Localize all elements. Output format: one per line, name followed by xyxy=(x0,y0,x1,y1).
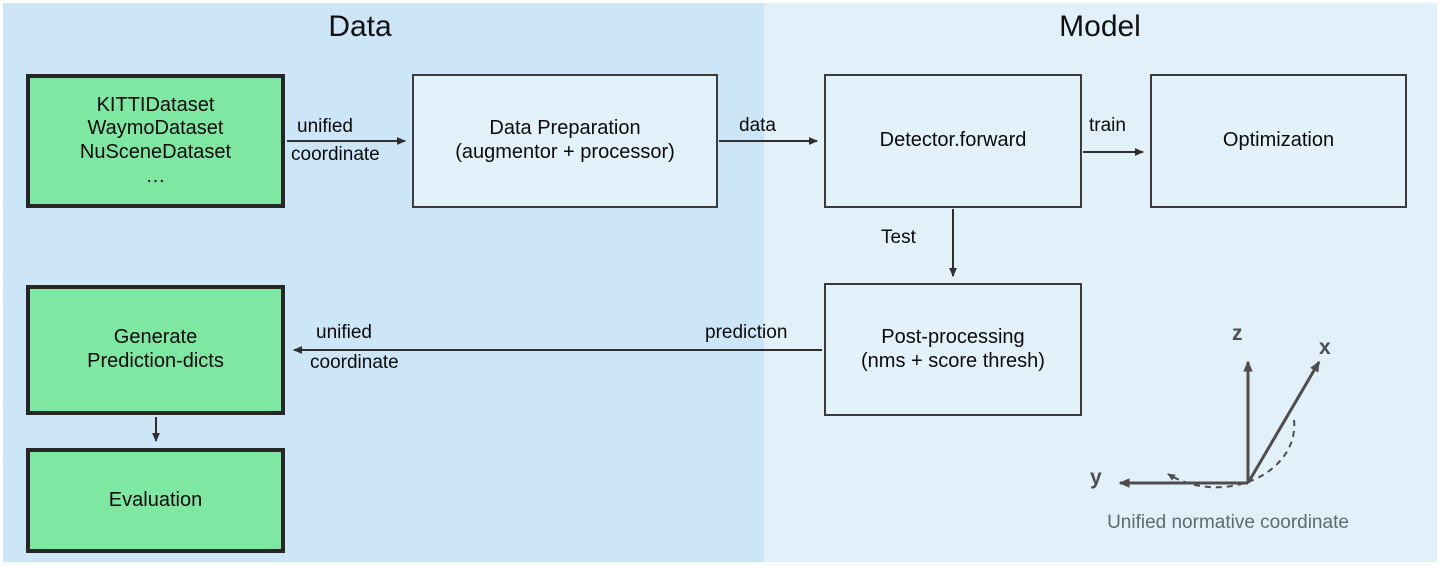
panel-title-data: Data xyxy=(328,10,392,43)
box-datasets[interactable]: KITTIDataset WaymoDataset NuSceneDataset… xyxy=(26,74,285,208)
edge-label-unified-bottom: unified xyxy=(316,322,372,343)
coordinate-yaw-arc xyxy=(1167,419,1296,489)
edge-label-unified-top: unified xyxy=(297,116,353,137)
box-optimization-line-1: Optimization xyxy=(1222,129,1335,152)
box-datasets-line-3: NuSceneDataset xyxy=(79,141,232,163)
box-data-preparation-line-2: (augmentor + processor) xyxy=(455,141,675,163)
coordinate-label-x: x xyxy=(1319,336,1331,359)
coordinate-axis-x xyxy=(1246,360,1321,484)
box-datasets-line-2: WaymoDataset xyxy=(87,117,224,140)
edge-label-data: data xyxy=(739,115,776,136)
box-data-preparation-line-1: Data Preparation xyxy=(489,117,641,140)
box-optimization[interactable]: Optimization xyxy=(1150,74,1407,208)
box-generate-prediction-dicts-line-1: Generate xyxy=(113,326,198,349)
box-detector-forward-line-1: Detector.forward xyxy=(879,129,1027,152)
coordinate-label-y: y xyxy=(1090,466,1102,489)
box-post-processing-line-1: Post-processing xyxy=(881,325,1025,348)
edge-label-prediction: prediction xyxy=(705,322,788,343)
panel-title-model: Model xyxy=(1059,10,1141,43)
box-generate-prediction-dicts[interactable]: Generate Prediction-dicts xyxy=(26,285,285,415)
edge-label-coordinate-top: coordinate xyxy=(291,144,380,165)
box-datasets-line-4: … xyxy=(145,164,166,187)
edge-label-train: train xyxy=(1089,115,1126,136)
coordinate-label-z: z xyxy=(1232,322,1243,345)
coordinate-figure-caption: Unified normative coordinate xyxy=(1107,512,1349,533)
edge-label-test: Test xyxy=(881,227,916,248)
box-evaluation-line-1: Evaluation xyxy=(108,488,203,511)
box-datasets-line-1: KITTIDataset xyxy=(96,93,215,116)
edge-label-coordinate-bottom: coordinate xyxy=(310,352,399,373)
box-evaluation[interactable]: Evaluation xyxy=(26,448,285,553)
box-data-preparation[interactable]: Data Preparation (augmentor + processor) xyxy=(412,74,718,208)
box-post-processing-line-2: (nms + score thresh) xyxy=(861,349,1045,372)
box-detector-forward[interactable]: Detector.forward xyxy=(824,74,1082,208)
box-post-processing[interactable]: Post-processing (nms + score thresh) xyxy=(824,283,1082,416)
box-generate-prediction-dicts-line-2: Prediction-dicts xyxy=(87,350,224,372)
